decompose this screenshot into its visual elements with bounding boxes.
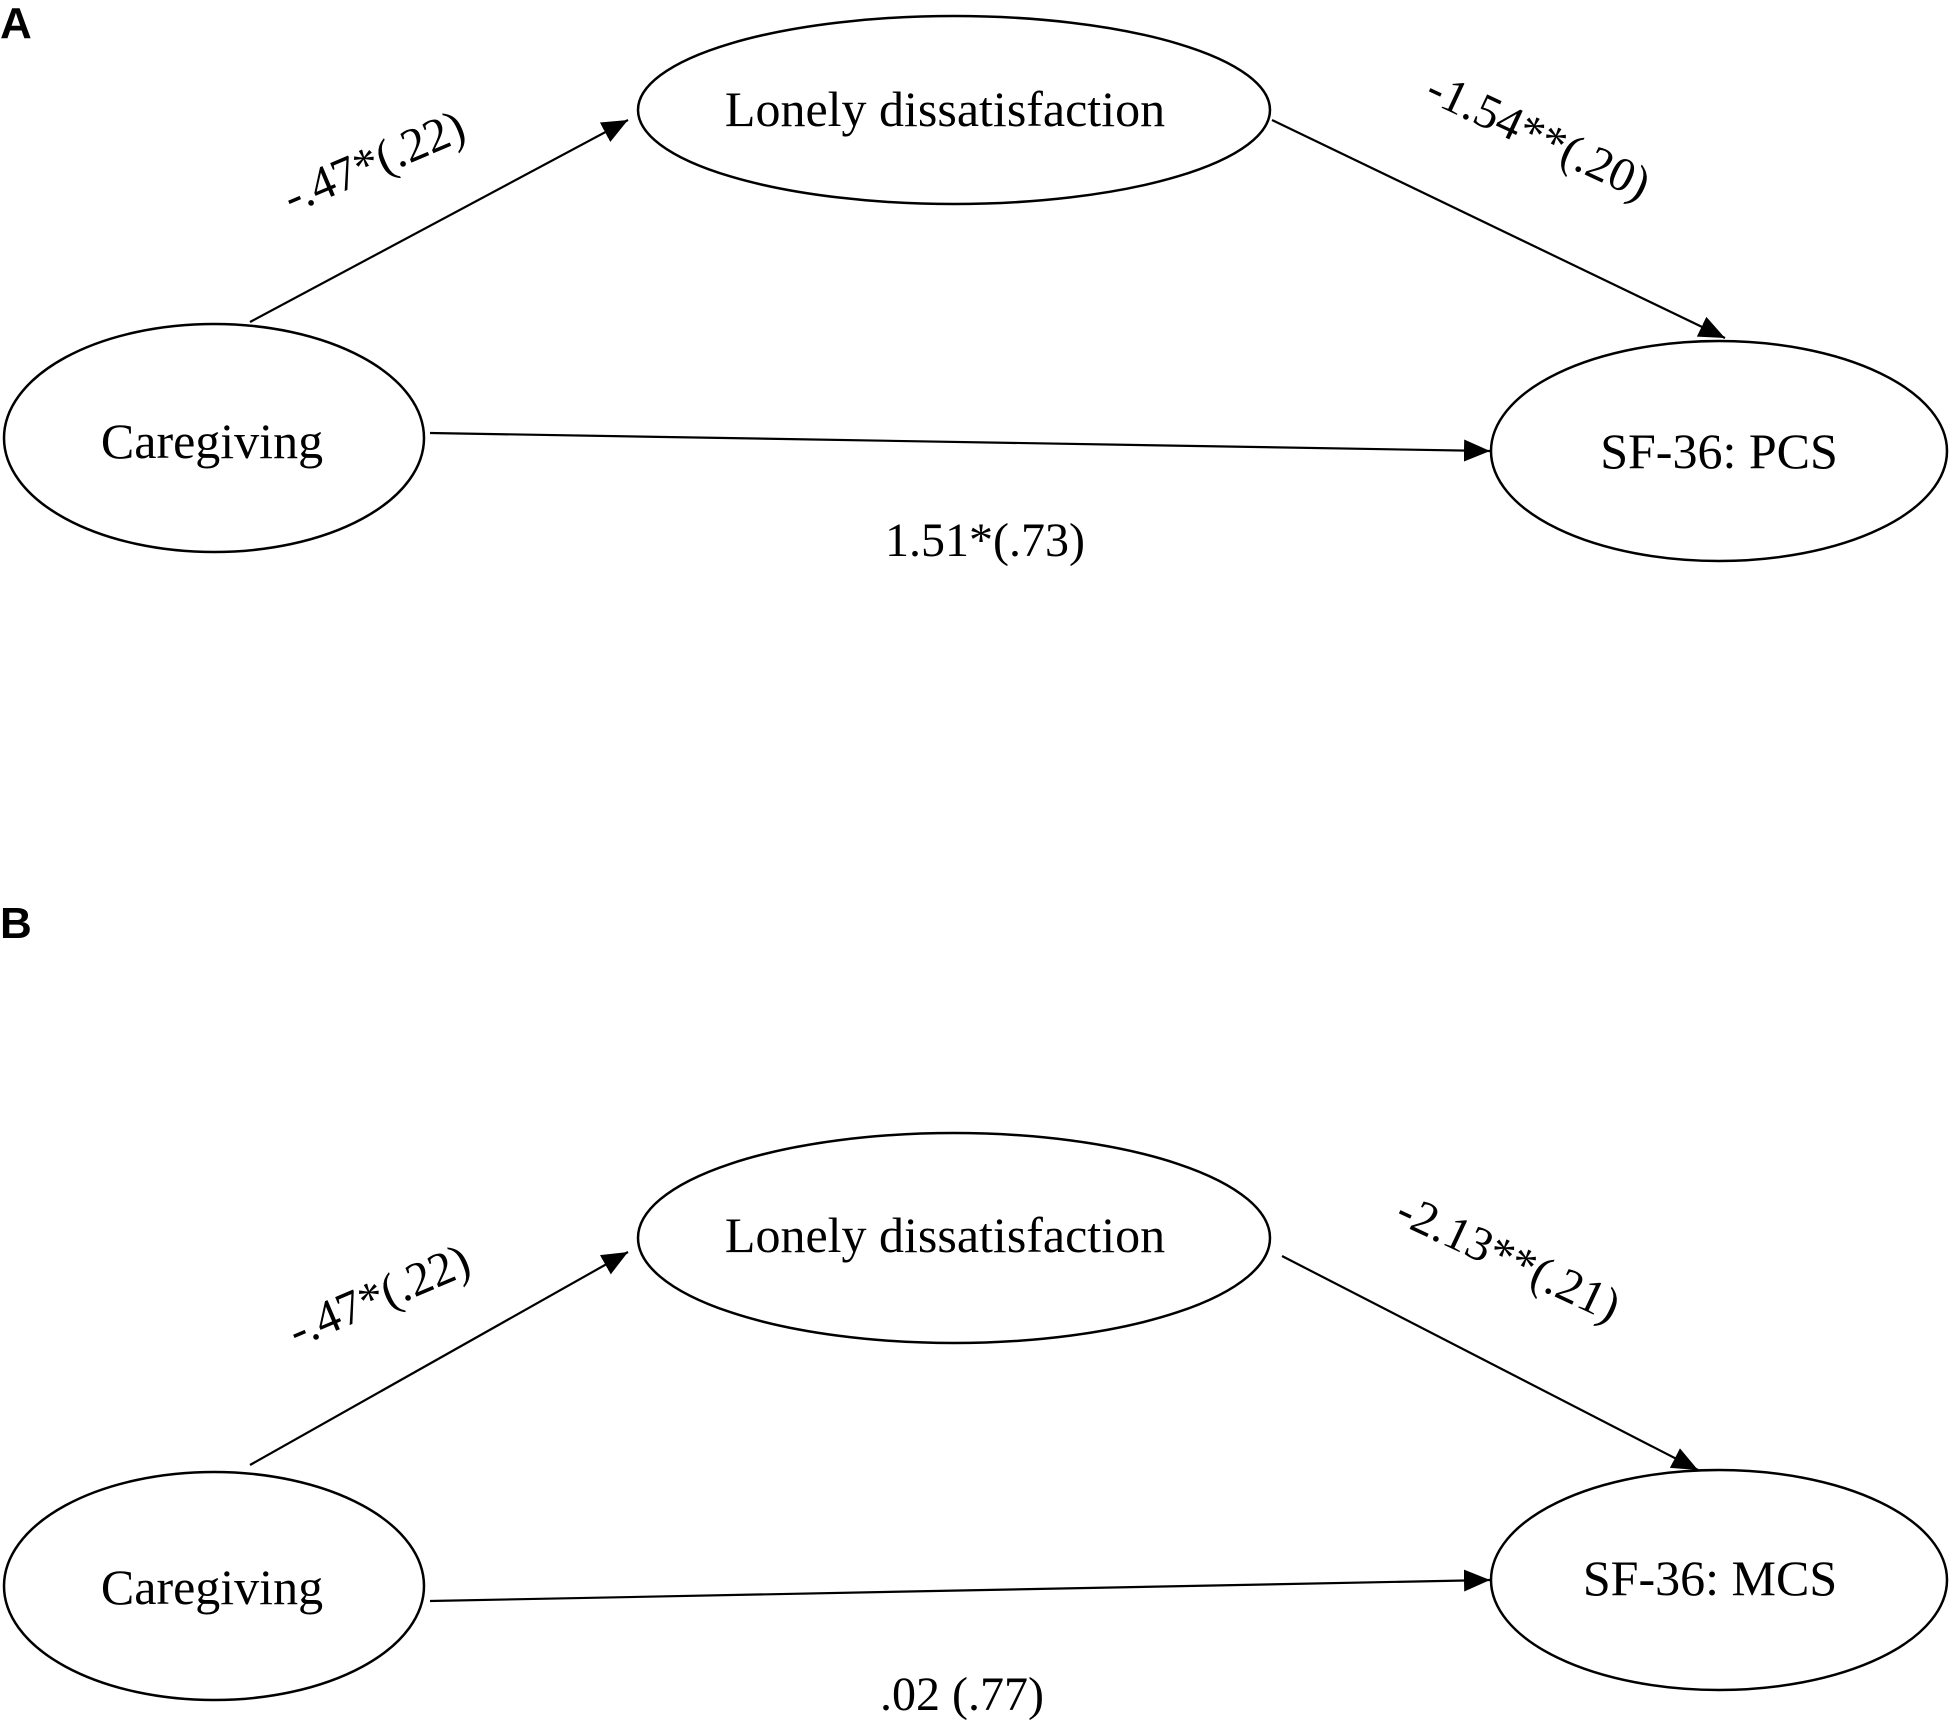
node-mediator-label: Lonely dissatisfaction [725, 81, 1165, 137]
node-outcome: SF-36: MCS [1489, 1468, 1949, 1692]
path-c-arrow [429, 431, 1491, 462]
path-c-label: 1.51*(.73) [885, 514, 1085, 567]
node-predictor-shape [2, 1470, 426, 1702]
node-mediator-shape [636, 1131, 1272, 1345]
node-predictor: Caregiving [2, 1470, 426, 1702]
path-c-arrow [429, 1569, 1491, 1603]
panel-letter-a: A [0, 0, 32, 48]
node-outcome-label: SF-36: PCS [1600, 423, 1838, 479]
node-mediator-label: Lonely dissatisfaction [725, 1207, 1165, 1263]
node-outcome-shape [1489, 339, 1949, 563]
node-predictor-label: Caregiving [101, 413, 323, 469]
path-a-label: -.47*(.22) [280, 1234, 477, 1358]
path-c-label: .02 (.77) [880, 1668, 1044, 1721]
node-mediator-shape [636, 14, 1272, 206]
path-b-label: -2.13**(.21) [1389, 1183, 1629, 1332]
path-b-arrow [1271, 119, 1726, 339]
panel-b: B Lonely dissatisfaction Caregiving SF-3… [0, 899, 1949, 1721]
path-a-arrow [249, 1251, 629, 1466]
node-outcome-label: SF-36: MCS [1583, 1550, 1837, 1606]
node-predictor-label: Caregiving [101, 1559, 323, 1615]
panel-a: A Lonely dissatisfaction Caregiving SF-3… [0, 0, 1949, 567]
path-b-label: -1.54**(.20) [1419, 61, 1659, 210]
node-predictor: Caregiving [2, 322, 426, 554]
node-predictor-shape [2, 322, 426, 554]
node-outcome-shape [1489, 1468, 1949, 1692]
path-a-arrow [249, 119, 629, 323]
path-a-label: -.47*(.22) [275, 100, 472, 224]
node-mediator: Lonely dissatisfaction [636, 14, 1272, 206]
panel-letter-b: B [0, 899, 32, 948]
node-outcome: SF-36: PCS [1489, 339, 1949, 563]
path-b-arrow [1281, 1255, 1699, 1471]
node-mediator: Lonely dissatisfaction [636, 1131, 1272, 1345]
